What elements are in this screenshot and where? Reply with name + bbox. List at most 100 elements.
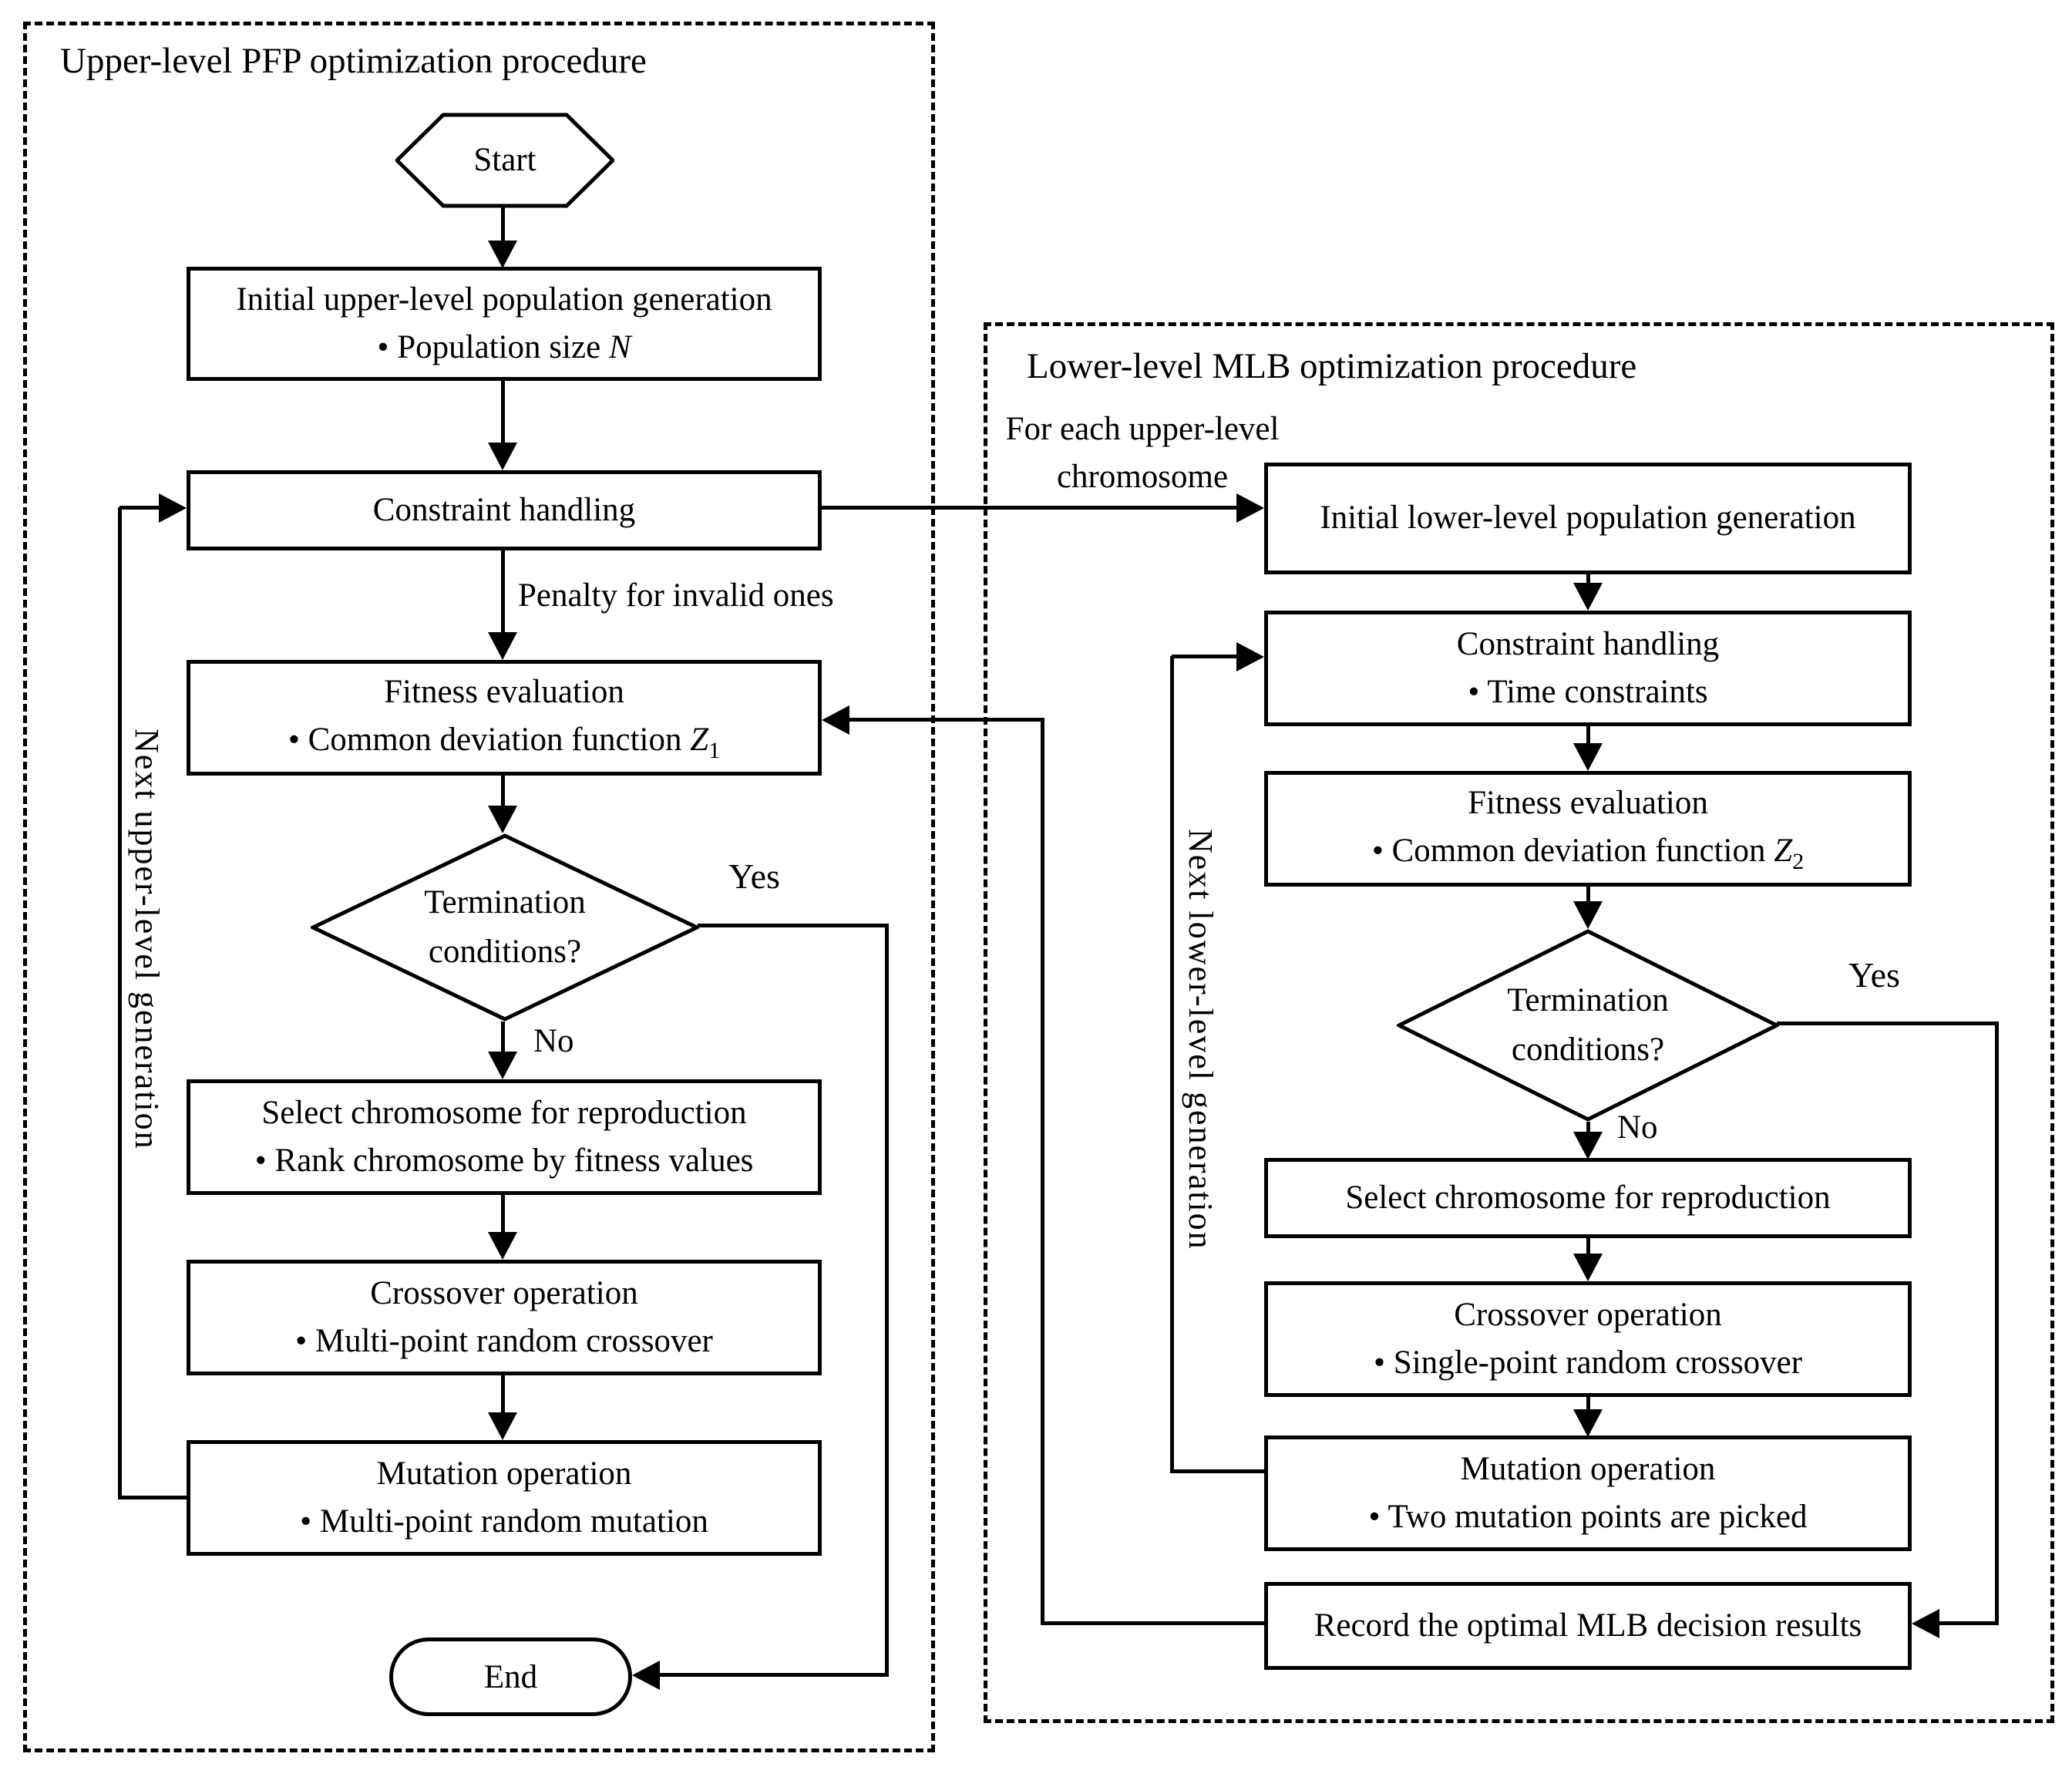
arrow-lowerfitness-to-diamond-head: [1573, 901, 1603, 929]
lower-init-label: Initial lower-level population generatio…: [1320, 500, 1856, 537]
lower-loop-bottom-hline: [1172, 1469, 1268, 1473]
arrow-init-to-constraint-line: [501, 381, 505, 444]
upper-select-chromosome-box: Select chromosome for reproduction • Ran…: [187, 1079, 822, 1195]
lower-diamond-line2: conditions?: [1511, 1032, 1665, 1068]
upper-init-population-box: Initial upper-level population generatio…: [187, 267, 822, 381]
upper-crossover-line1: Crossover operation: [370, 1274, 638, 1311]
constraint-to-lower-init-head: [1236, 493, 1264, 523]
end-label: End: [483, 1658, 538, 1695]
arrow-fitness-to-diamond-line: [501, 776, 505, 808]
upper-crossover-operation-box: Crossover operation • Multi-point random…: [187, 1260, 822, 1375]
upper-loop-to-constraint-head: [159, 493, 187, 523]
lower-init-population-box: Initial lower-level population generatio…: [1264, 463, 1912, 574]
upper-level-panel: [23, 22, 935, 1752]
lower-select-label: Select chromosome for reproduction: [1345, 1179, 1831, 1216]
arrow-select-to-crossover-line: [501, 1195, 505, 1234]
lower-crossover-bullet: • Single-point random crossover: [1373, 1345, 1803, 1381]
upper-select-line1: Select chromosome for reproduction: [261, 1094, 747, 1131]
upper-loop-vline: [118, 507, 122, 1499]
lower-panel-title: Lower-level MLB optimization procedure: [1027, 346, 1637, 386]
upper-mutation-bullet: • Multi-point random mutation: [300, 1503, 708, 1540]
arrow-lowerconstraint-to-fitness-head: [1573, 743, 1603, 771]
upper-fitness-line1: Fitness evaluation: [384, 673, 624, 710]
upper-yes-label: Yes: [728, 857, 780, 896]
arrow-constraint-to-fitness-head: [488, 632, 517, 660]
arrow-lowercrossover-to-mutation-head: [1573, 1409, 1603, 1437]
upper-fitness-evaluation-box: Fitness evaluation • Common deviation fu…: [187, 660, 822, 776]
upper-mutation-operation-box: Mutation operation • Multi-point random …: [187, 1440, 822, 1556]
record-return-top-hline: [848, 718, 1044, 722]
lower-yes-to-record-head: [1912, 1609, 1939, 1638]
upper-diamond-line1: Termination: [424, 884, 586, 921]
z2-subscript: 2: [1792, 848, 1805, 874]
arrow-fitness-to-diamond-head: [488, 806, 517, 833]
lower-no-label: No: [1617, 1109, 1658, 1146]
lower-fitness-bullet: • Common deviation function Z2: [1371, 832, 1805, 874]
upper-constraint-handling-box: Constraint handling: [187, 470, 822, 550]
lower-diamond-line1: Termination: [1507, 981, 1669, 1018]
arrow-lowerinit-to-constraint-head: [1573, 583, 1603, 611]
population-size-variable: N: [608, 329, 631, 365]
lower-loop-vline: [1170, 656, 1174, 1473]
lower-yes-branch-hline: [1777, 1021, 1999, 1025]
foreach-label-line2: chromosome: [1056, 459, 1229, 495]
lower-yes-label: Yes: [1848, 955, 1900, 995]
constraint-to-lower-init-line: [818, 506, 1240, 510]
upper-termination-decision: Termination conditions?: [311, 833, 699, 1021]
lower-no-branch-line: [1586, 1122, 1590, 1136]
start-hexagon-shape: [395, 113, 614, 208]
arrow-lowerselect-to-crossover-line: [1586, 1230, 1590, 1257]
lower-constraint-handling-box: Constraint handling • Time constraints: [1264, 611, 1912, 726]
upper-yes-branch-hline: [698, 924, 889, 927]
arrow-lowerconstraint-to-fitness-line: [1586, 719, 1590, 745]
upper-loop-label: Next upper-level generation: [128, 729, 166, 1150]
lower-mutation-operation-box: Mutation operation • Two mutation points…: [1264, 1435, 1912, 1551]
upper-init-line1: Initial upper-level population generatio…: [236, 281, 772, 318]
upper-yes-branch-vline: [885, 924, 889, 1677]
upper-termination-diamond-shape: [311, 833, 699, 1021]
upper-mutation-line1: Mutation operation: [376, 1455, 632, 1492]
lower-mutation-line1: Mutation operation: [1460, 1450, 1716, 1487]
lower-constraint-line1: Constraint handling: [1456, 625, 1720, 662]
upper-init-bullet: • Population size N: [377, 329, 631, 365]
lower-fitness-line1: Fitness evaluation: [1468, 784, 1708, 821]
arrow-crossover-to-mutation-head: [488, 1412, 517, 1440]
lower-termination-decision: Termination conditions?: [1397, 929, 1779, 1122]
lower-loop-label: Next lower-level generation: [1182, 829, 1219, 1250]
arrow-start-to-init-line: [501, 205, 505, 242]
arrow-init-to-constraint-head: [488, 443, 517, 470]
lower-no-branch-head: [1573, 1132, 1603, 1159]
arrow-lowercrossover-to-mutation-line: [1586, 1389, 1590, 1412]
upper-select-bullet: • Rank chromosome by fitness values: [254, 1143, 754, 1179]
lower-select-chromosome-box: Select chromosome for reproduction: [1264, 1158, 1912, 1238]
arrow-lowerinit-to-constraint-line: [1586, 567, 1590, 585]
record-optimal-results-box: Record the optimal MLB decision results: [1264, 1582, 1912, 1670]
upper-no-label: No: [533, 1023, 574, 1059]
record-to-fitness-head: [822, 705, 849, 735]
upper-loop-bottom-hline: [119, 1496, 190, 1499]
record-return-vline: [1041, 718, 1044, 1625]
lower-yes-branch-vline: [1995, 1021, 1999, 1625]
upper-no-branch-line: [501, 1021, 505, 1054]
upper-yes-to-end-head: [632, 1661, 660, 1690]
foreach-label-line1: For each upper-level: [1005, 411, 1280, 447]
upper-loop-top-hline: [119, 506, 163, 510]
arrow-select-to-crossover-head: [488, 1232, 517, 1260]
upper-crossover-bullet: • Multi-point random crossover: [295, 1323, 713, 1359]
z1-subscript: 1: [708, 737, 721, 763]
upper-panel-title: Upper-level PFP optimization procedure: [60, 41, 647, 81]
upper-yes-branch-hline2: [658, 1673, 889, 1677]
arrow-start-to-init-head: [488, 241, 517, 268]
record-label: Record the optimal MLB decision results: [1314, 1607, 1862, 1644]
lower-termination-diamond-shape: [1397, 929, 1779, 1122]
arrow-crossover-to-mutation-line: [501, 1375, 505, 1414]
upper-fitness-bullet: • Common deviation function Z1: [288, 721, 721, 763]
lower-yes-branch-hline2: [1938, 1621, 1999, 1625]
z1-variable: Z: [690, 721, 709, 758]
arrow-lowerfitness-to-diamond-line: [1586, 879, 1590, 904]
penalty-edge-label: Penalty for invalid ones: [518, 577, 834, 614]
lower-crossover-line1: Crossover operation: [1454, 1296, 1722, 1333]
start-node: Start: [395, 113, 614, 208]
start-label: Start: [473, 141, 536, 178]
record-return-bottom-hline: [1041, 1621, 1266, 1625]
